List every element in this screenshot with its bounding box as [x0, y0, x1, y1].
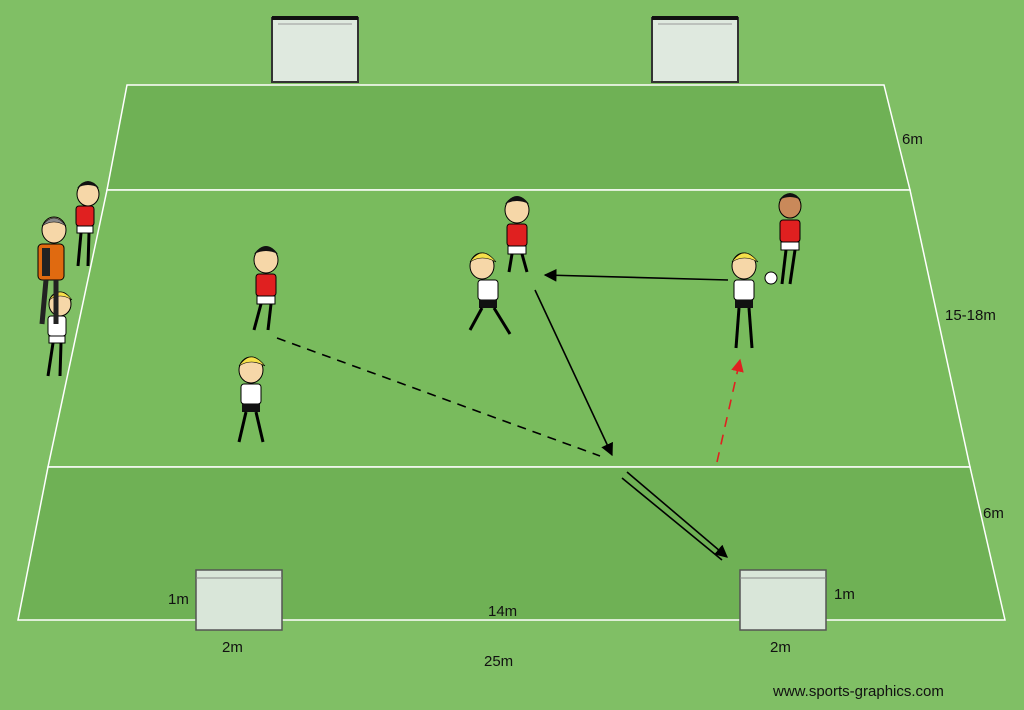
goal-top-left [271, 16, 359, 83]
shot-arrow-a [621, 477, 723, 561]
right-goal-width-label: 2m [770, 639, 791, 656]
bottom-zone-depth-label: 6m [983, 505, 1004, 522]
inner-width-label: 14m [488, 603, 517, 620]
goal-bottom-right [739, 569, 827, 631]
right-goal-height-label: 1m [834, 586, 855, 603]
player-red-right [778, 193, 802, 285]
goal-bottom-left [195, 569, 283, 631]
player-red-center [504, 196, 530, 273]
player-white-center [468, 252, 512, 335]
pass-arrow-to-red [543, 268, 729, 282]
player-red-left [252, 246, 279, 331]
player-white-left [237, 356, 266, 443]
shot-arrow-b [626, 471, 728, 558]
middle-zone-depth-label: 15-18m [945, 307, 996, 324]
ball [764, 271, 778, 285]
player-white-sideline [46, 291, 73, 377]
left-goal-height-label: 1m [168, 591, 189, 608]
goal-top-right [651, 16, 739, 83]
coach [37, 216, 67, 325]
top-zone-depth-label: 6m [902, 131, 923, 148]
watermark: www.sports-graphics.com [772, 683, 944, 700]
left-goal-width-label: 2m [222, 639, 243, 656]
top-zone [106, 84, 911, 191]
bottom-zone [17, 466, 1006, 621]
player-red-sideline [75, 181, 100, 267]
total-width-label: 25m [484, 653, 513, 670]
run-arrow [534, 289, 613, 457]
player-white-right [731, 252, 759, 349]
